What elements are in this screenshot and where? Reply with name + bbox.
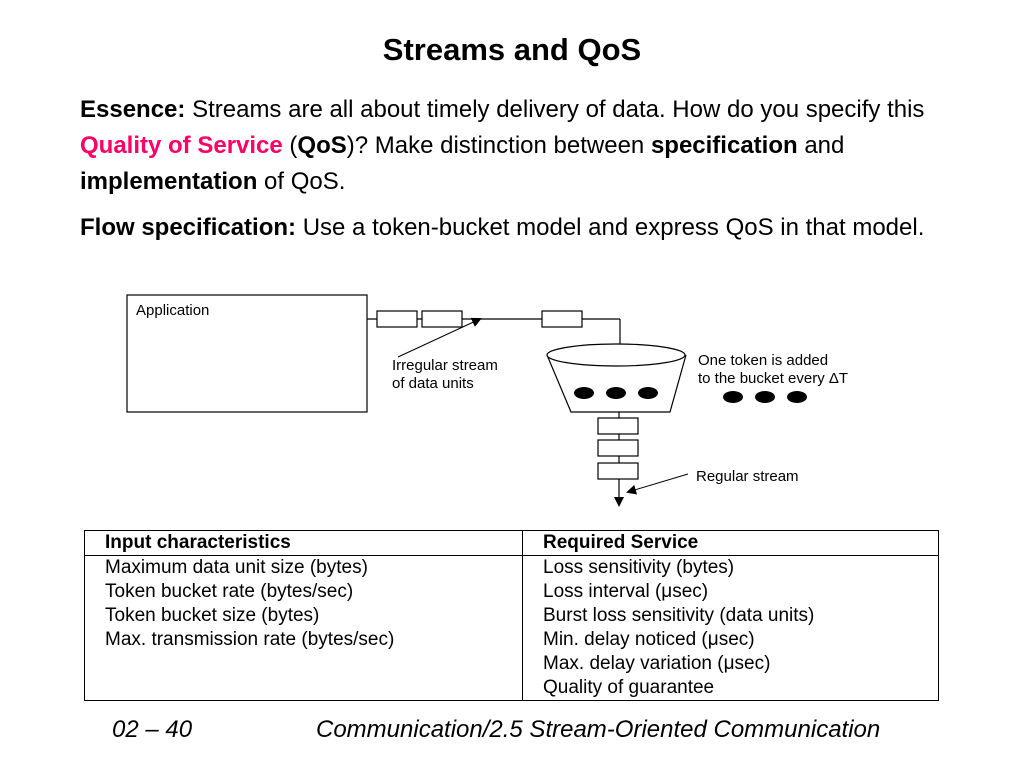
essence-text-4: and [797, 132, 845, 159]
qos-full-term: Quality of Service [80, 132, 283, 159]
data-unit [421, 310, 463, 328]
token-label-2: to the bucket every ΔT [698, 370, 848, 387]
list-item: Burst loss sensitivity (data units) [543, 605, 815, 626]
list-item: Min. delay noticed (μsec) [543, 629, 755, 650]
header-required-service: Required Service [522, 530, 939, 556]
list-item: Quality of guarantee [543, 677, 715, 698]
incoming-token [755, 391, 775, 403]
essence-text-2: ( [282, 132, 298, 159]
essence-text-1: Streams are all about timely delivery of… [185, 96, 925, 123]
essence-paragraph: Essence: Streams are all about timely de… [80, 92, 960, 200]
list-item: Token bucket size (bytes) [105, 605, 320, 626]
output-unit [597, 462, 639, 480]
data-unit [376, 310, 418, 328]
irregular-pointer [397, 317, 482, 358]
list-item: Token bucket rate (bytes/sec) [105, 581, 354, 602]
list-item: Max. delay variation (μsec) [543, 653, 771, 674]
section-footer: Communication/2.5 Stream-Oriented Commun… [316, 716, 881, 743]
header-input-characteristics: Input characteristics [84, 530, 523, 556]
data-unit [541, 310, 583, 328]
slide-title: Streams and QoS [382, 32, 642, 67]
essence-text-5: of QoS. [257, 168, 346, 195]
incoming-token [723, 391, 743, 403]
flow-paragraph: Flow specification: Use a token-bucket m… [80, 210, 960, 246]
bucket-rim [546, 343, 686, 367]
essence-text-3: )? Make distinction between [346, 132, 651, 159]
list-item: Loss interval (μsec) [543, 581, 709, 602]
irregular-label-1: Irregular stream [392, 357, 498, 374]
specification-term: specification [650, 132, 798, 159]
required-service-cell: Loss sensitivity (bytes) Loss interval (… [523, 556, 939, 701]
token-label-1: One token is added [698, 352, 828, 369]
flow-text: Use a token-bucket model and express QoS… [296, 214, 925, 241]
essence-label: Essence: [80, 96, 186, 123]
flow-label: Flow specification: [80, 214, 297, 241]
irregular-label-2: of data units [392, 375, 474, 392]
token-in-bucket [638, 387, 658, 399]
token-in-bucket [574, 387, 594, 399]
token-in-bucket [606, 387, 626, 399]
regular-pointer [626, 473, 689, 495]
implementation-term: implementation [80, 168, 258, 195]
qos-abbr-term: QoS [297, 132, 347, 159]
incoming-token [787, 391, 807, 403]
list-item: Maximum data unit size (bytes) [105, 557, 368, 578]
list-item: Max. transmission rate (bytes/sec) [105, 629, 395, 650]
slide-number: 02 – 40 [112, 716, 193, 743]
qos-parameters-table: Input characteristics Required Service M… [84, 530, 939, 701]
list-item: Loss sensitivity (bytes) [543, 557, 735, 578]
table-body-row: Maximum data unit size (bytes) Token buc… [84, 555, 939, 701]
application-label: Application [136, 302, 209, 319]
application-box [126, 294, 368, 413]
regular-label: Regular stream [696, 468, 799, 485]
output-unit [597, 439, 639, 457]
output-unit [597, 417, 639, 435]
table-header-row: Input characteristics Required Service [84, 530, 939, 556]
input-characteristics-cell: Maximum data unit size (bytes) Token buc… [84, 555, 523, 701]
